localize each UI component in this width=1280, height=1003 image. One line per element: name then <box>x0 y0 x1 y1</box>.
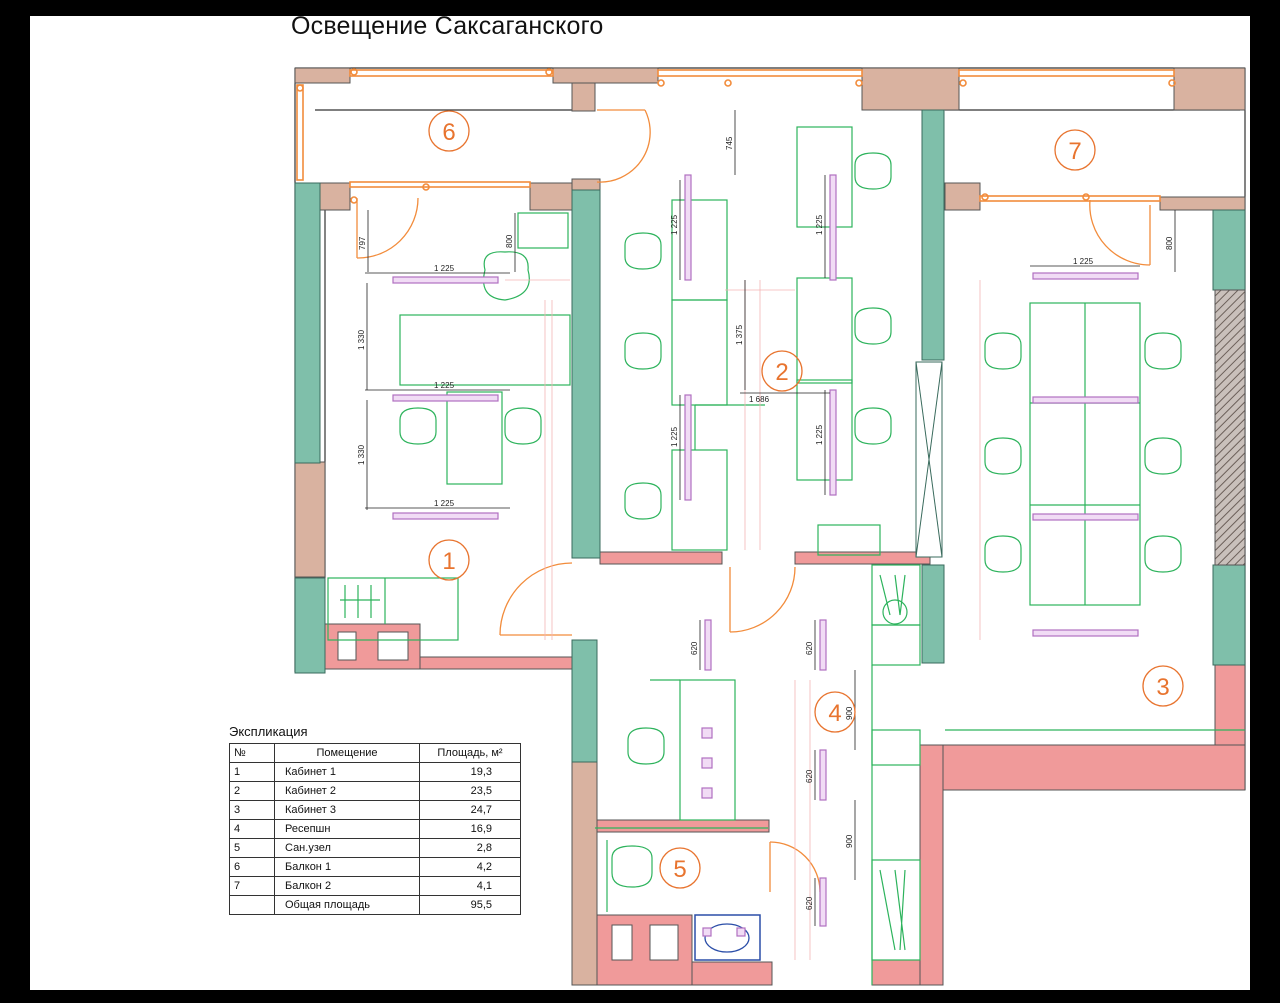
room-number-5: 5 <box>673 856 686 883</box>
room-marker-7: 7 <box>1054 129 1096 171</box>
dim-1375: 1 375 <box>735 324 744 345</box>
dim-800-b: 800 <box>1165 236 1174 250</box>
guide-lines <box>505 279 981 960</box>
row-num: 6 <box>229 857 275 877</box>
total-area: 95,5 <box>419 895 521 915</box>
table-row: 1 Кабинет 1 19,3 <box>229 762 521 782</box>
dim-1225-d: 1 225 <box>1073 257 1094 266</box>
table-row: 2 Кабинет 2 23,5 <box>229 781 521 801</box>
table-header-row: № Помещение Площадь, м² <box>229 743 521 763</box>
row-num: 5 <box>229 838 275 858</box>
total-label: Общая площадь <box>274 895 420 915</box>
explication-table: Экспликация № Помещение Площадь, м² 1 Ка… <box>229 724 523 915</box>
furniture <box>327 126 1245 985</box>
dim-900-b: 900 <box>845 834 854 848</box>
room-marker-6: 6 <box>428 110 470 152</box>
header-area: Площадь, м² <box>419 743 521 763</box>
room-markers: 6 7 2 1 3 4 5 <box>428 110 1184 889</box>
dim-1225-b: 1 225 <box>434 381 455 390</box>
row-num: 7 <box>229 876 275 896</box>
page-title: Освещение Саксаганского <box>291 12 604 40</box>
row-area: 19,3 <box>419 762 521 782</box>
table-row: 6 Балкон 1 4,2 <box>229 857 521 877</box>
row-room: Сан.узел <box>274 838 420 858</box>
row-area: 23,5 <box>419 781 521 801</box>
dim-1225-e: 1 225 <box>670 214 679 235</box>
row-area: 16,9 <box>419 819 521 839</box>
row-area: 2,8 <box>419 838 521 858</box>
room-marker-3: 3 <box>1142 665 1184 707</box>
row-area: 4,1 <box>419 876 521 896</box>
room-marker-4: 4 <box>814 691 856 733</box>
room-number-1: 1 <box>442 548 455 575</box>
header-room: Помещение <box>274 743 420 763</box>
room-marker-5: 5 <box>659 847 701 889</box>
dim-1330-a: 1 330 <box>357 329 366 350</box>
total-num-empty <box>229 895 275 915</box>
room-number-7: 7 <box>1068 138 1081 165</box>
sink-bowl <box>704 923 750 953</box>
dim-1330-b: 1 330 <box>357 444 366 465</box>
dimension-lines <box>365 110 1176 926</box>
row-room: Ресепшн <box>274 819 420 839</box>
row-room: Балкон 1 <box>274 857 420 877</box>
walls-beige <box>294 67 1246 986</box>
row-num: 2 <box>229 781 275 801</box>
dim-1225-g: 1 225 <box>815 214 824 235</box>
row-room: Балкон 2 <box>274 876 420 896</box>
row-room: Кабинет 1 <box>274 762 420 782</box>
dim-900-a: 900 <box>845 706 854 720</box>
dim-620-b: 620 <box>805 641 814 655</box>
room-number-3: 3 <box>1156 674 1169 701</box>
dim-800-a: 800 <box>505 234 514 248</box>
room-number-6: 6 <box>442 119 455 146</box>
light-fixtures <box>392 174 1139 937</box>
room-number-2: 2 <box>775 359 788 386</box>
row-area: 4,2 <box>419 857 521 877</box>
dim-620-c: 620 <box>805 769 814 783</box>
cabinet-cross-b <box>915 361 943 558</box>
table-row: 7 Балкон 2 4,1 <box>229 876 521 896</box>
sink <box>694 914 761 961</box>
dim-1686: 1 686 <box>749 395 770 404</box>
windows <box>296 68 1176 204</box>
header-num: № <box>229 743 275 763</box>
row-num: 4 <box>229 819 275 839</box>
dim-1225-f: 1 225 <box>670 426 679 447</box>
room-marker-1: 1 <box>428 539 470 581</box>
dim-1225-c: 1 225 <box>434 499 455 508</box>
room-number-4: 4 <box>828 700 841 727</box>
dim-620-d: 620 <box>805 896 814 910</box>
table-total-row: Общая площадь 95,5 <box>229 895 521 915</box>
table-row: 4 Ресепшн 16,9 <box>229 819 521 839</box>
dim-1225-a: 1 225 <box>434 264 455 273</box>
row-room: Кабинет 3 <box>274 800 420 820</box>
room-marker-2: 2 <box>761 350 803 392</box>
wall-openings <box>337 631 679 961</box>
row-room: Кабинет 2 <box>274 781 420 801</box>
dimension-labels: 1 225 1 225 1 225 1 225 1 686 1 330 1 33… <box>357 136 1174 910</box>
dim-797: 797 <box>358 236 367 250</box>
row-area: 24,7 <box>419 800 521 820</box>
dim-1225-h: 1 225 <box>815 424 824 445</box>
explication-grid: № Помещение Площадь, м² 1 Кабинет 1 19,3… <box>229 743 521 915</box>
wall-outlines <box>294 67 1246 790</box>
explication-title: Экспликация <box>229 724 308 739</box>
row-num: 3 <box>229 800 275 820</box>
table-row: 5 Сан.узел 2,8 <box>229 838 521 858</box>
table-row: 3 Кабинет 3 24,7 <box>229 800 521 820</box>
dim-620-a: 620 <box>690 641 699 655</box>
dim-745: 745 <box>725 136 734 150</box>
row-num: 1 <box>229 762 275 782</box>
doors <box>356 109 1151 893</box>
hatched-wall <box>1214 289 1246 566</box>
